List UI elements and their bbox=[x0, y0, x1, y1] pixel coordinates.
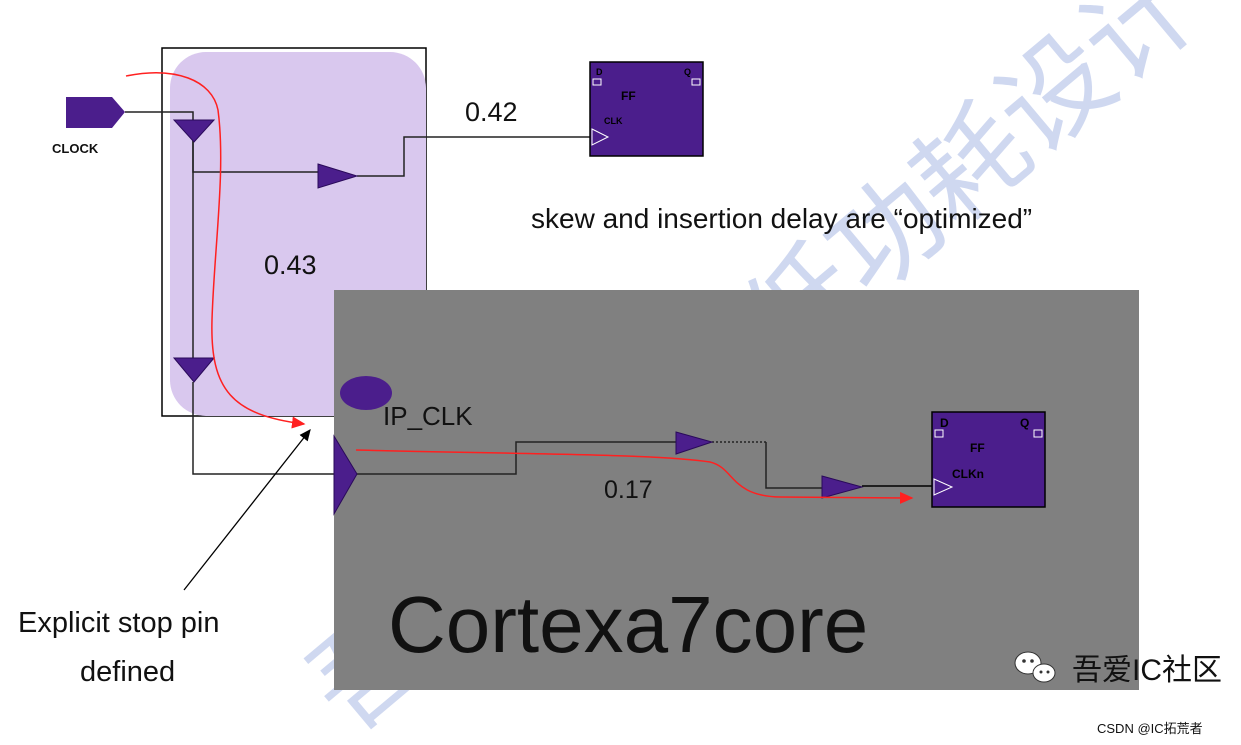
stop-pin-pointer bbox=[183, 428, 311, 591]
core-buffer-2 bbox=[821, 475, 864, 499]
core-flop-pin-clk: CLKn bbox=[952, 467, 984, 481]
top-flop-pin-q: Q bbox=[684, 67, 691, 77]
clock-path-red-1 bbox=[125, 72, 306, 429]
optimization-note: skew and insertion delay are “optimized” bbox=[531, 203, 1032, 234]
clock-port-label: CLOCK bbox=[52, 141, 99, 156]
core-flop-pin-d: D bbox=[940, 416, 949, 430]
core-flop: D Q FF CLKn bbox=[931, 411, 1046, 508]
tree-block-delay: 0.43 bbox=[264, 250, 317, 280]
top-path-delay: 0.42 bbox=[465, 97, 518, 127]
stop-pin-label-line2: defined bbox=[80, 656, 175, 688]
stop-pin-label-line1: Explicit stop pin bbox=[18, 607, 220, 639]
brand-credit: CSDN @IC拓荒者 bbox=[1097, 721, 1203, 736]
top-flop: D Q FF CLK bbox=[589, 61, 704, 157]
core-flop-pin-q: Q bbox=[1020, 416, 1029, 430]
buffer-1 bbox=[172, 119, 216, 143]
core-path-delay: 0.17 bbox=[604, 476, 653, 504]
core-buffer-net bbox=[356, 441, 676, 475]
core-buffer-1 bbox=[675, 431, 714, 455]
ip-clock-label: IP_CLK bbox=[383, 401, 473, 431]
clock-path-red-2 bbox=[355, 449, 914, 504]
core-name: Cortexa7core bbox=[388, 580, 868, 669]
ff-clock-net bbox=[357, 136, 590, 177]
core-buffer-net-2 bbox=[765, 442, 822, 489]
top-flop-title: FF bbox=[621, 89, 636, 103]
top-flop-pin-d: D bbox=[596, 67, 603, 77]
ip-clock-source bbox=[340, 376, 392, 410]
brand-name: 吾爱IC社区 bbox=[1072, 654, 1222, 687]
core-clock-pin bbox=[333, 434, 358, 516]
buffer-3 bbox=[317, 163, 359, 189]
core-flop-title: FF bbox=[970, 441, 985, 455]
buffer-2 bbox=[172, 357, 216, 383]
brand-logo bbox=[1014, 651, 1056, 683]
core-entry-net bbox=[192, 382, 334, 475]
top-flop-pin-clk: CLK bbox=[604, 116, 623, 126]
clock-port bbox=[66, 97, 125, 128]
